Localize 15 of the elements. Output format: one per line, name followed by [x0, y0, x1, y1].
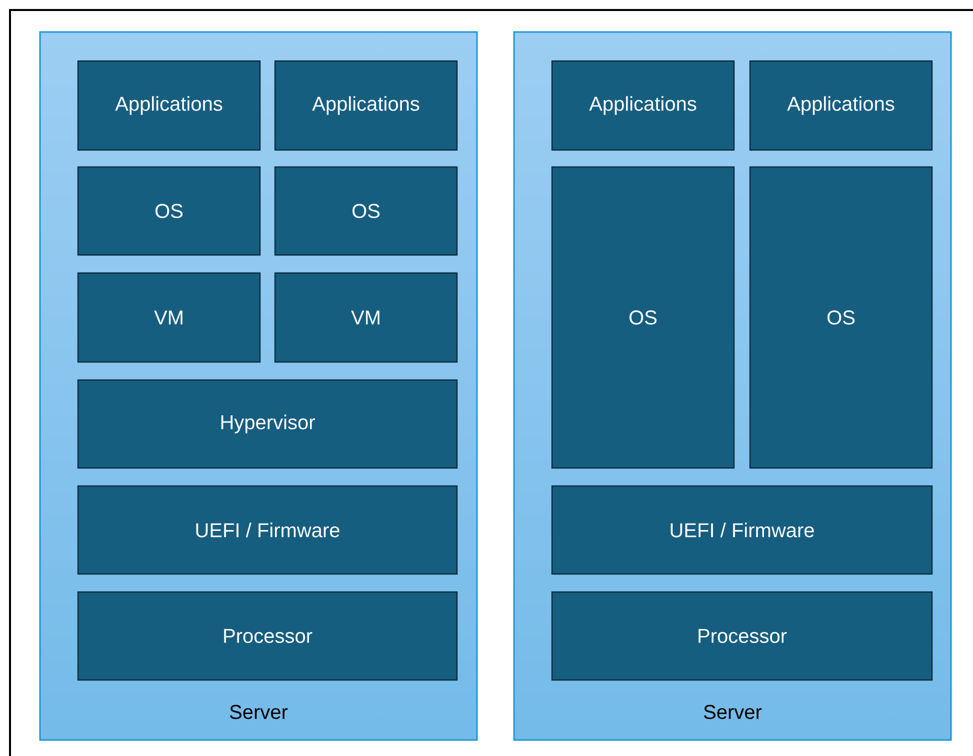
layer-box: Applications: [274, 60, 458, 151]
layer-box: Hypervisor: [77, 379, 458, 469]
layer-box: Applications: [77, 60, 261, 151]
layer-box: OS: [749, 166, 933, 469]
layer-box: VM: [77, 272, 261, 363]
layer-box: UEFI / Firmware: [551, 485, 933, 575]
layer-box: Processor: [551, 591, 933, 681]
layer-box: Processor: [77, 591, 458, 681]
layer-box: VM: [274, 272, 458, 363]
layer-box: OS: [274, 166, 458, 256]
layer-box: Applications: [551, 60, 735, 151]
layer-box: OS: [551, 166, 735, 469]
layer-box: UEFI / Firmware: [77, 485, 458, 575]
layer-box: OS: [77, 166, 261, 256]
layer-box: Applications: [749, 60, 933, 151]
